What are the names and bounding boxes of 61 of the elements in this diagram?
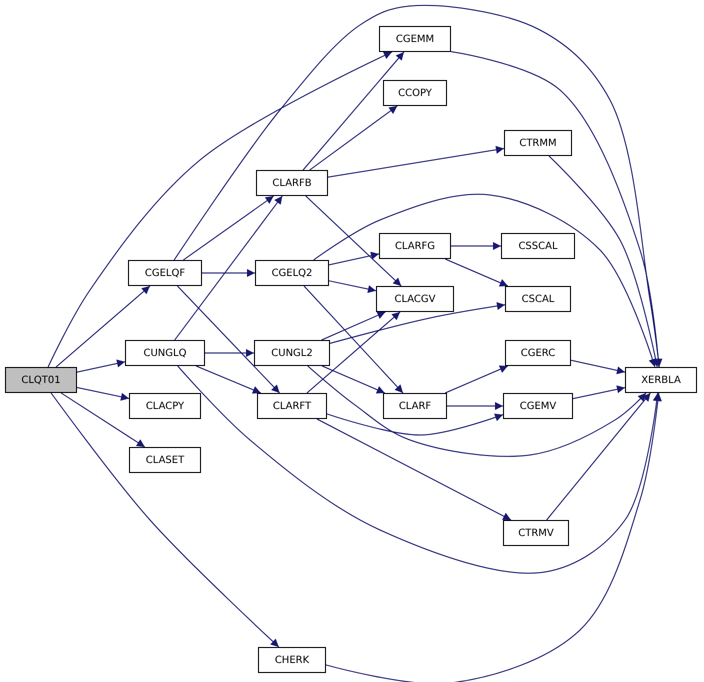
function-box: CTRMM: [504, 130, 572, 156]
arrow: [50, 392, 280, 648]
arrow: [304, 286, 404, 394]
arrow: [177, 366, 661, 574]
function-box: CLQT01: [5, 367, 77, 393]
arrow: [328, 252, 380, 266]
arrow: [316, 418, 512, 520]
function-box: CLARFB: [256, 170, 328, 196]
arrow: [204, 349, 254, 357]
arrow: [48, 52, 392, 368]
arrow: [302, 52, 404, 170]
arrow: [76, 387, 130, 401]
arrow: [174, 196, 283, 340]
function-box: CGELQ2: [255, 260, 329, 286]
arrow: [309, 106, 398, 170]
arrow: [307, 366, 647, 457]
function-box: CGERC: [505, 340, 571, 366]
function-box: CLARF: [383, 393, 447, 419]
arrow: [174, 4, 662, 368]
function-box: CCOPY: [383, 80, 447, 106]
arrow: [60, 392, 146, 448]
arrow: [444, 366, 508, 394]
arrow: [321, 312, 386, 340]
arrow: [450, 242, 502, 250]
function-box: CLASET: [129, 447, 201, 473]
arrow: [56, 286, 150, 368]
arrow: [328, 146, 504, 178]
arrow: [305, 196, 402, 286]
function-box: CUNGL2: [254, 340, 330, 366]
function-box: CLARFG: [379, 233, 451, 259]
arrow: [313, 194, 656, 368]
arrow: [548, 156, 660, 368]
arrow: [572, 385, 626, 400]
arrow: [196, 366, 262, 394]
arrow: [76, 360, 126, 373]
arrow: [328, 280, 376, 294]
function-box: CSSCAL: [501, 233, 575, 259]
function-box: CLARFT: [257, 393, 327, 419]
arrow: [322, 366, 386, 394]
function-box: CGELQF: [128, 260, 202, 286]
arrow: [330, 302, 506, 344]
function-box: CLACPY: [129, 393, 201, 419]
arrow: [176, 286, 280, 394]
arrow: [326, 392, 662, 682]
arrow: [202, 269, 256, 277]
arrow: [446, 402, 504, 410]
function-box: XERBLA: [625, 367, 697, 393]
arrow: [570, 360, 626, 374]
function-box: CHERK: [258, 647, 326, 673]
arrow: [326, 413, 504, 436]
function-box: CUNGLQ: [125, 340, 205, 366]
function-box: CTRMV: [503, 520, 569, 546]
function-box: CGEMM: [379, 26, 451, 52]
arrow: [306, 312, 401, 394]
function-box: CGEMV: [503, 393, 573, 419]
arrow: [546, 392, 651, 520]
function-box: CLACGV: [376, 286, 454, 312]
function-box: CSCAL: [505, 286, 571, 312]
arrow: [444, 258, 508, 286]
arrow: [450, 51, 662, 368]
arrow: [182, 196, 274, 260]
